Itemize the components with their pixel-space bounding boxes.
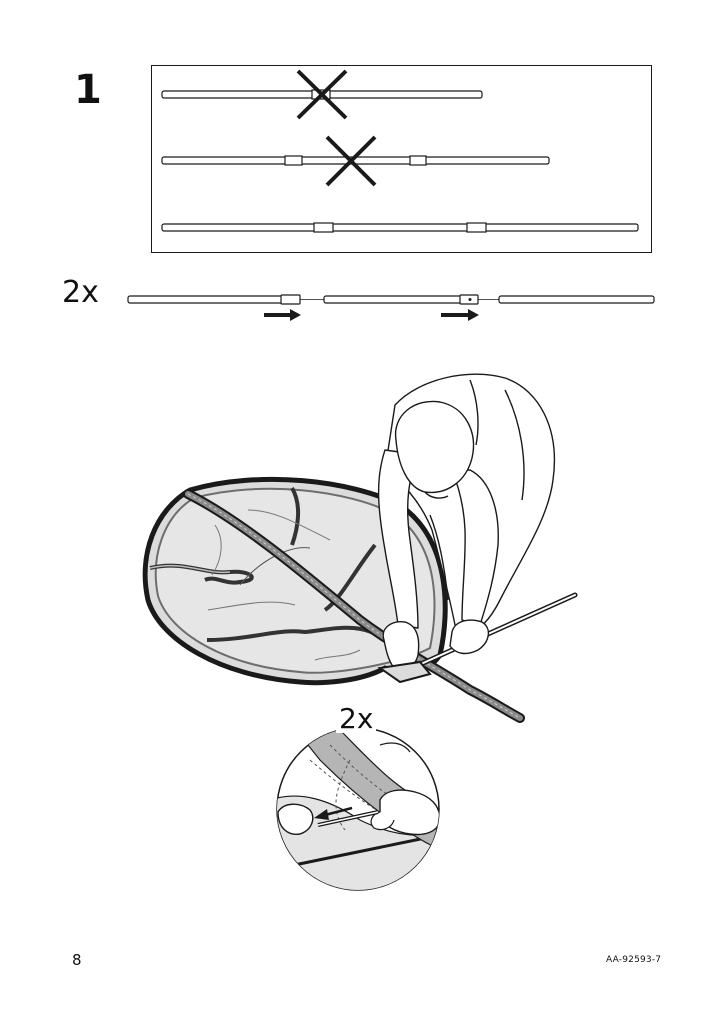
pole-three-segment-correct	[161, 222, 639, 233]
detail-repeat-count-label: 2x	[336, 705, 377, 733]
threading-illustration	[142, 373, 578, 723]
tent-pole	[409, 592, 578, 671]
fabric-tab	[377, 660, 432, 684]
cross-mark-icon	[296, 69, 348, 120]
arrow-right-icon	[264, 309, 301, 321]
page-number: 8	[72, 951, 82, 969]
cross-mark-icon	[325, 135, 377, 187]
pole-variants-box	[151, 65, 652, 253]
repeat-count-label: 2x	[62, 275, 99, 310]
pole-segment-1	[127, 294, 301, 305]
step-number: 1	[74, 67, 102, 113]
document-code: AA-92593-7	[606, 955, 662, 965]
pole-assembly-diagram	[127, 294, 655, 321]
person-figure	[377, 373, 556, 671]
arrow-right-icon	[441, 309, 479, 321]
pole-segment-3	[498, 295, 655, 304]
arrow-left-icon	[314, 806, 353, 820]
detail-callout	[276, 727, 440, 891]
